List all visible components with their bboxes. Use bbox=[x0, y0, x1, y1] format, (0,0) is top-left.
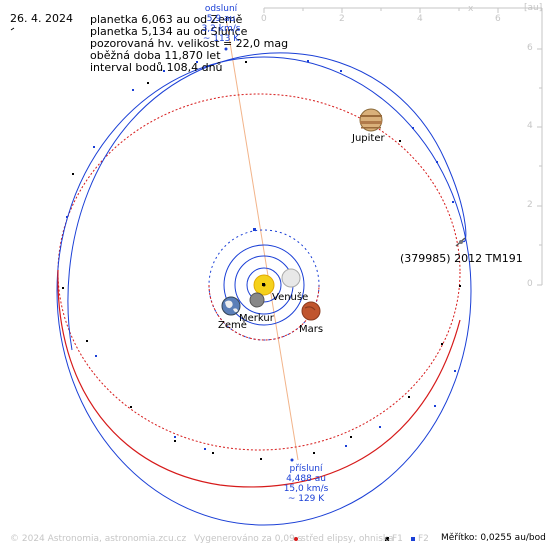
legend-f2-label: F2 bbox=[418, 534, 429, 544]
aphelion-info: odsluní 5,9 au 3,2 km/s ~ 113 K bbox=[198, 4, 244, 44]
jupiter-orbit-below bbox=[57, 269, 461, 488]
info-line-2: planetka 5,134 au od Slunce bbox=[90, 25, 248, 38]
apsis-line bbox=[225, 17, 299, 461]
aphelion-temp: ~ 113 K bbox=[202, 34, 240, 44]
date-tick-icon bbox=[10, 27, 15, 31]
x-tick-0: 0 bbox=[261, 14, 267, 24]
venus-label: Venuše bbox=[272, 292, 309, 303]
jupiter-points bbox=[66, 60, 456, 450]
x-axis-label: x bbox=[468, 4, 474, 14]
y-axis-label: [au] bbox=[524, 3, 543, 13]
asteroid-label: (379985) 2012 TM191 bbox=[400, 252, 523, 265]
focus-f2 bbox=[253, 228, 256, 231]
mars-label: Mars bbox=[299, 324, 324, 335]
x-tick-6: 6 bbox=[495, 14, 501, 24]
aphelion-title: odsluní bbox=[204, 4, 238, 14]
info-line-3: pozorovaná hv. velikost = 22,0 mag bbox=[90, 37, 289, 50]
perihelion-distance: 4,488 au bbox=[286, 474, 326, 484]
footer-copyright[interactable]: © 2024 Astronomia, astronomia.zcu.cz bbox=[10, 534, 187, 544]
aphelion-speed: 3,2 km/s bbox=[201, 24, 241, 34]
legend-center-label: střed elipsy, ohniska bbox=[301, 534, 394, 544]
mercury bbox=[249, 292, 265, 308]
earth bbox=[221, 296, 241, 316]
focus-f1 bbox=[262, 283, 265, 286]
asteroid-orbit bbox=[57, 93, 461, 451]
perihelion-marker bbox=[290, 458, 294, 462]
perihelion-info: přísluní 4,488 au 15,0 km/s ~ 129 K bbox=[278, 464, 334, 504]
f2-legend-icon bbox=[411, 537, 415, 541]
y-tick-2: 2 bbox=[527, 200, 533, 210]
legend-f1-label: F1 bbox=[392, 534, 403, 544]
earth-orbit bbox=[223, 244, 305, 326]
x-tick-2: 2 bbox=[339, 14, 345, 24]
earth-label: Země bbox=[218, 320, 247, 331]
mars bbox=[301, 301, 321, 321]
asteroid-orbit-above bbox=[67, 52, 467, 351]
y-tick-0: 0 bbox=[527, 279, 533, 289]
jupiter-label: Jupiter bbox=[352, 133, 385, 144]
mercury-label: Merkur bbox=[239, 313, 274, 324]
info-line-4: oběžná doba 11,870 let bbox=[90, 49, 221, 62]
asteroid-marker bbox=[455, 237, 466, 247]
venus bbox=[281, 268, 301, 288]
date-label: 26. 4. 2024 bbox=[10, 12, 73, 25]
y-tick-6: 6 bbox=[527, 43, 533, 53]
footer-generated: Vygenerováno za 0,09 s bbox=[194, 534, 303, 544]
info-line-5: interval bodů 108,4 dnů bbox=[90, 61, 223, 74]
x-tick-4: 4 bbox=[417, 14, 423, 24]
y-tick-4: 4 bbox=[527, 121, 533, 131]
perihelion-speed: 15,0 km/s bbox=[283, 484, 329, 494]
center-legend-icon bbox=[294, 537, 298, 541]
aphelion-distance: 5,9 au bbox=[206, 14, 236, 24]
perihelion-temp: ~ 129 K bbox=[287, 494, 325, 504]
axes bbox=[263, 7, 543, 286]
aphelion-marker bbox=[224, 47, 228, 51]
scale-label: Měřítko: 0,0255 au/bod bbox=[441, 533, 546, 543]
jupiter bbox=[359, 108, 383, 132]
jupiter-orbit bbox=[56, 56, 472, 526]
f1-legend-icon bbox=[385, 537, 389, 541]
info-line-1: planetka 6,063 au od Země bbox=[90, 13, 243, 26]
perihelion-title: přísluní bbox=[289, 464, 323, 474]
asteroid-points bbox=[62, 61, 461, 460]
